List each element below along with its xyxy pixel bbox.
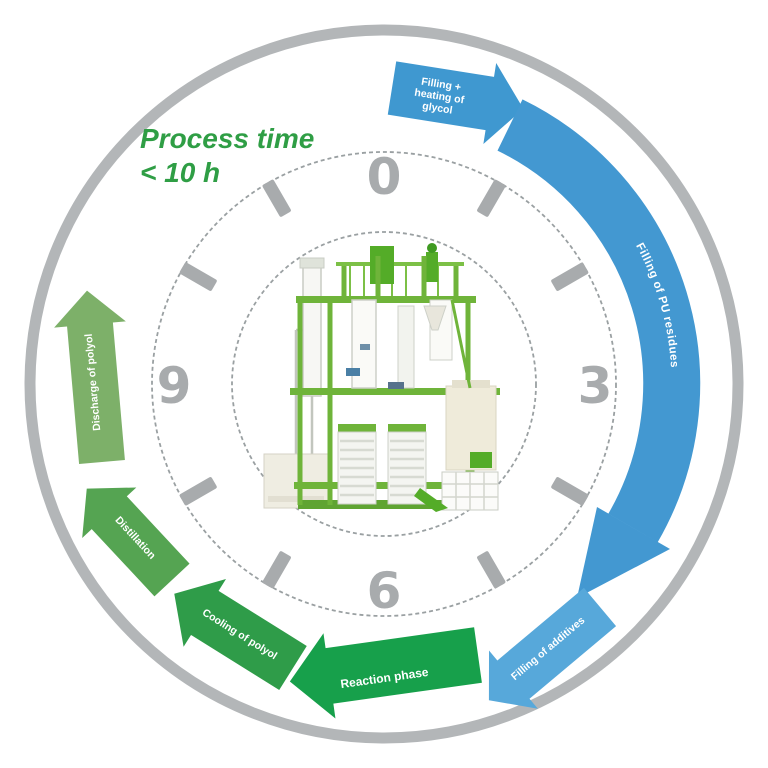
reactor-coils	[390, 439, 424, 497]
plant-column	[302, 265, 322, 397]
clock-number-6: 6	[367, 562, 402, 620]
plant-column-cap	[299, 257, 325, 269]
arrow-shape	[387, 61, 524, 144]
clock-tick	[551, 477, 589, 506]
clock-number-3: 3	[578, 357, 613, 415]
plant-agitator-top	[427, 243, 437, 253]
arrow-shape	[82, 487, 190, 597]
chemical-plant-render	[263, 243, 500, 512]
plant-diagonal-pipe	[450, 299, 472, 389]
plant-vessel	[397, 305, 415, 389]
ibc-grid	[442, 472, 498, 510]
arrow-shape	[54, 290, 126, 465]
clock-tick	[262, 179, 291, 217]
phase-arrow-filling-additives: Filling of additives	[488, 587, 617, 709]
clock-tick	[477, 551, 506, 589]
plant-valve	[346, 368, 360, 376]
reactor-coils	[340, 439, 374, 497]
plant-beam	[290, 388, 500, 395]
phase-arrow-distillation: Distillation	[82, 487, 190, 597]
arrow-shape	[488, 587, 617, 709]
arc-arrow-head	[577, 507, 670, 598]
clock-tick	[551, 262, 589, 291]
outer-ring	[24, 24, 744, 744]
clock-number-0: 0	[367, 148, 402, 206]
reactor-cap	[388, 424, 426, 432]
plant-motor	[370, 246, 394, 284]
arrow-label-line: glycol	[421, 100, 453, 117]
plant-tank-lid	[452, 380, 490, 388]
clock-tick	[262, 551, 291, 589]
clock-inner-circle	[231, 231, 537, 537]
plant-chute	[414, 488, 448, 512]
clock-outer-circle	[151, 151, 617, 617]
phase-arrow-filling-heating-glycol: Filling + heating of glycol	[387, 61, 524, 144]
phase-arrow-discharge-of-polyol: Discharge of polyol	[54, 290, 126, 465]
plant-railing	[349, 264, 457, 296]
reactor-cap	[338, 424, 376, 432]
plant-funnel	[423, 305, 447, 331]
clock-ticks	[179, 179, 589, 589]
clock-tick	[179, 262, 217, 291]
title-line-1: Process time	[140, 123, 314, 154]
phase-arrow-reaction-phase: Reaction phase	[289, 627, 482, 719]
arc-arrow-body	[497, 99, 701, 543]
plant-reactor	[337, 424, 377, 505]
plant-cabinet-vent	[268, 496, 324, 502]
phase-arrow-filling-pu-residues: Filling of PU residues	[497, 99, 701, 598]
plant-agitator	[426, 252, 438, 282]
plant-top-rail	[336, 262, 464, 266]
plant-valve	[360, 344, 370, 350]
plant-beam	[296, 296, 476, 303]
clock-number-9: 9	[157, 357, 192, 415]
arrow-shape	[174, 578, 307, 691]
title-line-2: < 10 h	[140, 157, 220, 188]
process-time-title: Process time < 10 h	[140, 123, 314, 188]
clock-numbers: 0 3 6 9	[157, 148, 613, 620]
clock-tick	[179, 477, 217, 506]
phase-arrow-cooling-of-polyol: Cooling of polyol	[174, 578, 307, 691]
clock-tick	[477, 179, 506, 217]
plant-ibc-container	[441, 471, 499, 511]
plant-pump	[470, 452, 492, 468]
arrow-shape	[289, 627, 482, 719]
plant-valve	[388, 382, 404, 389]
